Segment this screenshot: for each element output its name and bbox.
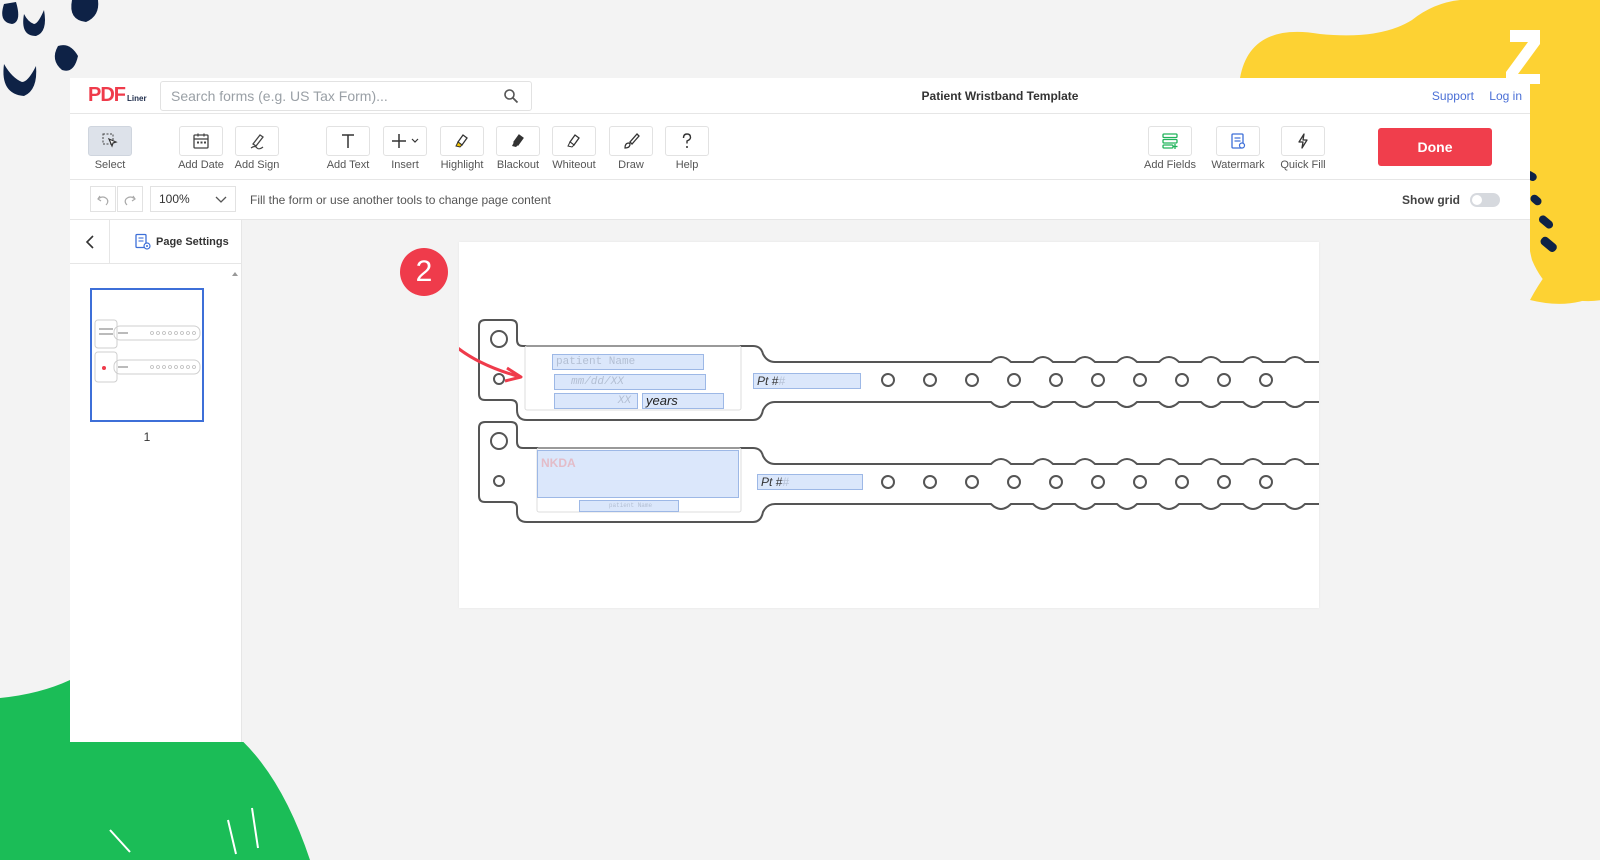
view-options-bar: 100% Fill the form or use another tools … [70, 180, 1530, 220]
help-button[interactable]: Help [657, 126, 717, 171]
allergy-field[interactable]: NKDA [537, 450, 739, 498]
done-button[interactable]: Done [1378, 128, 1492, 166]
select-cursor-icon [102, 133, 118, 148]
sidebar-scrollbar[interactable] [230, 268, 240, 740]
draw-tool-button[interactable]: Draw [601, 126, 661, 171]
zoom-select[interactable]: 100% [150, 186, 236, 212]
draw-label: Draw [618, 159, 644, 171]
patient-name-field-small[interactable]: patient Name [579, 500, 679, 512]
highlighter-icon [455, 134, 468, 148]
date-of-birth-field[interactable]: mm/dd/XX [554, 374, 706, 390]
logo-main-text: PDF [88, 84, 126, 106]
add-text-button[interactable]: Add Text [318, 126, 378, 171]
age-unit-field[interactable]: years [642, 393, 724, 409]
support-link[interactable]: Support [1431, 89, 1474, 103]
signature-pen-icon [250, 134, 264, 150]
editor-hint-text: Fill the form or use another tools to ch… [250, 193, 551, 207]
document-title: Patient Wristband Template [921, 89, 1079, 103]
page-settings-button[interactable]: Page Settings [134, 220, 229, 264]
whiteout-eraser-icon [567, 134, 580, 148]
patient-number-label: Pt # [757, 374, 779, 388]
whiteout-label: Whiteout [552, 159, 596, 171]
patient-number-field[interactable]: Pt ## [753, 373, 861, 389]
insert-label: Insert [391, 159, 419, 171]
blackout-label: Blackout [496, 159, 540, 171]
watermark-label: Watermark [1211, 159, 1265, 171]
add-date-label: Add Date [178, 159, 224, 171]
calendar-icon [193, 133, 209, 149]
add-sign-label: Add Sign [234, 159, 280, 171]
redo-icon [124, 195, 136, 206]
patient-number-value-2: # [782, 475, 790, 489]
highlight-label: Highlight [440, 159, 484, 171]
insert-dropdown-button[interactable]: Insert [375, 126, 435, 171]
wristband-drawing [425, 303, 1407, 523]
whiteout-tool-button[interactable]: Whiteout [544, 126, 604, 171]
undo-button[interactable] [90, 186, 116, 212]
question-mark-icon [682, 133, 692, 148]
add-date-button[interactable]: Add Date [171, 126, 231, 171]
patient-number-label-2: Pt # [761, 475, 783, 489]
watermark-doc-icon [1231, 133, 1246, 149]
page-settings-icon [135, 233, 151, 250]
pdf-editor-window: PDF Liner Patient Wristband Template Sup… [70, 78, 1530, 742]
page-thumbnail[interactable] [90, 288, 204, 422]
add-text-label: Add Text [326, 159, 370, 171]
search-input[interactable] [161, 82, 481, 110]
blackout-tool-button[interactable]: Blackout [488, 126, 548, 171]
age-field[interactable]: XX [554, 393, 638, 409]
wristband-holes [881, 373, 1273, 489]
pages-sidebar: Page Settings 1 [70, 220, 242, 742]
show-grid-toggle[interactable] [1470, 193, 1500, 207]
plus-icon [392, 134, 419, 148]
undo-icon [97, 195, 109, 206]
text-t-icon [342, 134, 354, 148]
pdfliner-logo[interactable]: PDF Liner [88, 84, 147, 108]
page-thumbnail-preview [94, 319, 201, 383]
add-fields-button[interactable]: Add Fields [1140, 126, 1200, 171]
zoom-value: 100% [159, 192, 190, 206]
editing-toolbar: Select Add Date Add Sign Add Text Insert… [70, 114, 1530, 180]
patient-number-field-2[interactable]: Pt ## [757, 474, 863, 490]
add-sign-button[interactable]: Add Sign [227, 126, 287, 171]
document-canvas: patient Name mm/dd/XX XX years Pt ## NKD… [243, 220, 1530, 742]
patient-number-value: # [778, 374, 786, 388]
select-tool-label: Select [94, 159, 126, 171]
page-number-label: 1 [143, 430, 151, 444]
redo-button[interactable] [117, 186, 143, 212]
chevron-left-icon [85, 235, 94, 249]
tutorial-arrowhead [504, 366, 523, 383]
collapse-sidebar-button[interactable] [70, 220, 110, 264]
highlight-tool-button[interactable]: Highlight [432, 126, 492, 171]
page-settings-label: Page Settings [156, 236, 229, 248]
tutorial-step-badge: 2 [400, 248, 448, 296]
sidebar-header: Page Settings [70, 220, 241, 264]
fields-list-icon [1162, 133, 1178, 149]
lightning-bolt-icon [1298, 133, 1308, 149]
blackout-marker-icon [512, 134, 524, 147]
toggle-knob [1472, 195, 1482, 205]
show-grid-label: Show grid [1402, 193, 1460, 207]
quick-fill-label: Quick Fill [1280, 159, 1326, 171]
brush-icon [624, 133, 640, 149]
logo-sub-text: Liner [127, 94, 147, 103]
patient-name-field[interactable]: patient Name [552, 354, 704, 370]
tutorial-arrow [425, 303, 518, 378]
quick-fill-button[interactable]: Quick Fill [1273, 126, 1333, 171]
login-link[interactable]: Log in [1489, 89, 1522, 103]
document-page: patient Name mm/dd/XX XX years Pt ## NKD… [425, 242, 1407, 608]
chevron-down-icon [215, 196, 227, 203]
search-box [160, 81, 532, 111]
select-tool-button[interactable]: Select [80, 126, 140, 171]
search-icon[interactable] [503, 88, 519, 104]
add-fields-label: Add Fields [1144, 159, 1196, 171]
top-header: PDF Liner Patient Wristband Template Sup… [70, 78, 1530, 114]
watermark-button[interactable]: Watermark [1208, 126, 1268, 171]
show-grid-control: Show grid [1402, 180, 1500, 220]
header-links: Support Log in [1420, 78, 1522, 114]
help-label: Help [675, 159, 699, 171]
